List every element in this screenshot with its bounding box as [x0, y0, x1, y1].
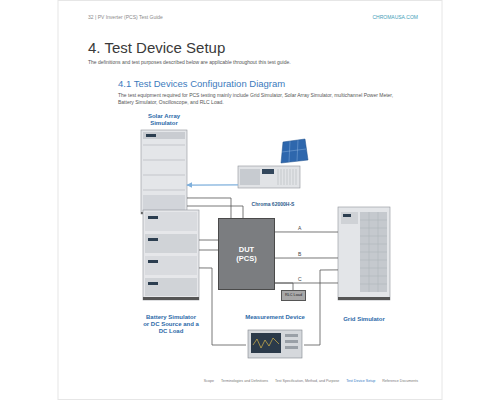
node-label: Battery Simulator or DC Source and a DC …	[143, 314, 199, 335]
rack-display	[146, 134, 156, 137]
rack-body	[143, 210, 199, 300]
solar-panel-grid	[282, 140, 306, 162]
meter-body	[248, 330, 302, 358]
wire-connector	[304, 270, 338, 345]
nav-link: Test Device Setup	[346, 379, 375, 383]
node-label: Solar Array Simulator	[144, 113, 184, 127]
rack-unit	[145, 212, 197, 231]
meter-buttons	[285, 334, 298, 349]
rack-panel	[341, 212, 358, 224]
page-header: 32 | PV Inverter (PCS) Test Guide	[88, 14, 163, 20]
nav-link: Terminologies and Definitions	[221, 379, 268, 383]
wire-connector	[199, 268, 246, 345]
vent-grid	[360, 212, 387, 292]
node-label: Measurement Device	[245, 314, 305, 321]
rack-divider	[143, 145, 185, 190]
nav-link: Reference Documents	[382, 379, 418, 383]
rack-display	[343, 214, 351, 217]
rack-body	[141, 130, 187, 214]
equipment-label: Battery Simulator or DC Source and a DC …	[143, 208, 199, 335]
dc-source-panel	[240, 169, 260, 185]
intro-note: The definitions and test purposes descri…	[88, 59, 291, 65]
load-box: RLC Load	[281, 290, 306, 301]
rack-base	[338, 297, 390, 300]
node-label: Grid Simulator	[343, 316, 385, 323]
footer-nav: Scope Terminologies and Definitions Test S…	[204, 379, 418, 383]
section-heading: 4.1 Test Devices Configuration Diagram	[118, 78, 285, 90]
rack-unit	[145, 234, 197, 253]
page-title: 4. Test Device Setup	[88, 39, 225, 56]
meter-screen	[251, 333, 281, 353]
phase-label: A	[298, 225, 301, 231]
meter-waveform	[253, 338, 279, 348]
solar-panel-icon	[281, 139, 308, 163]
nav-link: Scope	[204, 379, 214, 383]
dc-source-body	[238, 166, 300, 188]
dc-source-display	[262, 169, 274, 174]
dc-wire	[199, 250, 218, 251]
node-label: RLC Load	[285, 293, 302, 298]
equipment-label: Solar Array Simulator	[141, 113, 187, 216]
rack-vent	[360, 212, 387, 292]
rack-panel	[143, 132, 185, 139]
phase-label: C	[298, 276, 302, 282]
wire-connector	[187, 184, 238, 185]
section-body: The test equipment required for PCS test…	[118, 92, 400, 105]
wire-connector	[199, 240, 218, 241]
page-sheet	[58, 1, 442, 400]
wire-connector	[275, 231, 338, 232]
rack-unit	[145, 256, 197, 275]
equipment-label: Measurement Device	[246, 314, 304, 362]
nav-link: Test Specification, Method, and Purpose	[275, 379, 339, 383]
equipment-label: Grid Simulator	[338, 205, 390, 323]
wire-connector	[275, 283, 293, 290]
site-url: CHROMAUSA.COM	[340, 14, 418, 20]
wire-connector	[275, 282, 338, 283]
phase-label: B	[298, 251, 301, 257]
node-label: Chroma 62000H-S	[252, 201, 295, 208]
rack-base	[143, 297, 199, 300]
node-label: DUT (PCS)	[233, 245, 261, 263]
dc-source-vent	[278, 169, 296, 185]
wire-connector	[187, 198, 231, 218]
rack-display	[148, 216, 158, 285]
equipment-label: Chroma 62000H-S	[238, 138, 308, 208]
wire-connector	[275, 257, 338, 258]
dc-wire	[187, 206, 243, 218]
rack-body	[338, 207, 390, 300]
rack-unit	[145, 278, 197, 296]
rack-vent	[143, 195, 185, 211]
dut-box: DUT (PCS)	[218, 218, 275, 290]
